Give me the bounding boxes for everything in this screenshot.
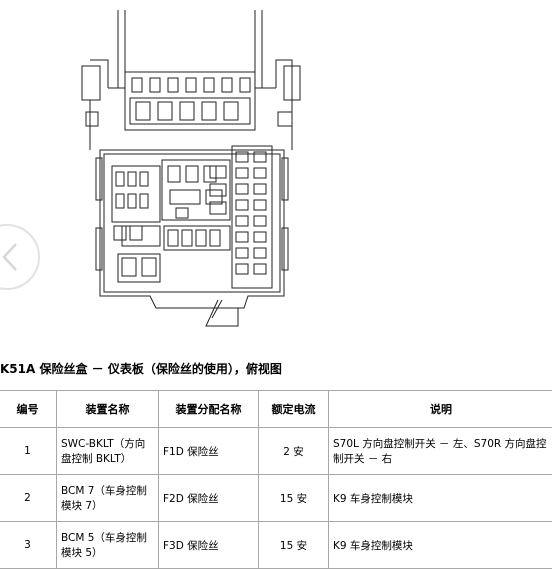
cell-description: K9 车身控制模块 [329, 522, 552, 569]
right-fuse-column [210, 146, 272, 288]
fuse-usage-table: 编号 装置名称 装置分配名称 额定电流 说明 1 SWC-BKLT（方向盘控制 … [0, 390, 552, 569]
top-connector-stems [108, 10, 276, 88]
cell-device-name: BCM 7（车身控制模块 7） [57, 475, 159, 522]
table-row: 2 BCM 7（车身控制模块 7） F2D 保险丝 15 安 K9 车身控制模块 [0, 475, 552, 522]
fuse-box-diagram [0, 0, 552, 350]
main-fuse-body [96, 150, 288, 308]
diagram-caption: K51A 保险丝盒 － 仪表板（保险丝的使用），俯视图 [0, 360, 552, 377]
cell-rated-current: 2 安 [259, 428, 329, 475]
cell-number: 3 [0, 522, 57, 569]
cell-assignment-name: F1D 保险丝 [159, 428, 259, 475]
chevron-left-icon [0, 226, 38, 288]
cell-device-name: SWC-BKLT（方向盘控制 BKLT） [57, 428, 159, 475]
header-assignment-name: 装置分配名称 [159, 391, 259, 428]
bottom-bracket [206, 300, 238, 326]
header-device-name: 装置名称 [57, 391, 159, 428]
cell-number: 1 [0, 428, 57, 475]
cell-assignment-name: F3D 保险丝 [159, 522, 259, 569]
header-rated-current: 额定电流 [259, 391, 329, 428]
table-header-row: 编号 装置名称 装置分配名称 额定电流 说明 [0, 391, 552, 428]
cell-rated-current: 15 安 [259, 522, 329, 569]
upper-housing [82, 60, 300, 150]
table-row: 1 SWC-BKLT（方向盘控制 BKLT） F1D 保险丝 2 安 S70L … [0, 428, 552, 475]
header-number: 编号 [0, 391, 57, 428]
cell-device-name: BCM 5（车身控制模块 5） [57, 522, 159, 569]
cell-number: 2 [0, 475, 57, 522]
cell-description: K9 车身控制模块 [329, 475, 552, 522]
left-fuse-cluster [112, 166, 160, 240]
cell-assignment-name: F2D 保险丝 [159, 475, 259, 522]
cell-rated-current: 15 安 [259, 475, 329, 522]
previous-page-button[interactable] [0, 224, 40, 290]
cell-description: S70L 方向盘控制开关 － 左、S70R 方向盘控制开关 － 右 [329, 428, 552, 475]
table-row: 3 BCM 5（车身控制模块 5） F3D 保险丝 15 安 K9 车身控制模块 [0, 522, 552, 569]
header-description: 说明 [329, 391, 552, 428]
